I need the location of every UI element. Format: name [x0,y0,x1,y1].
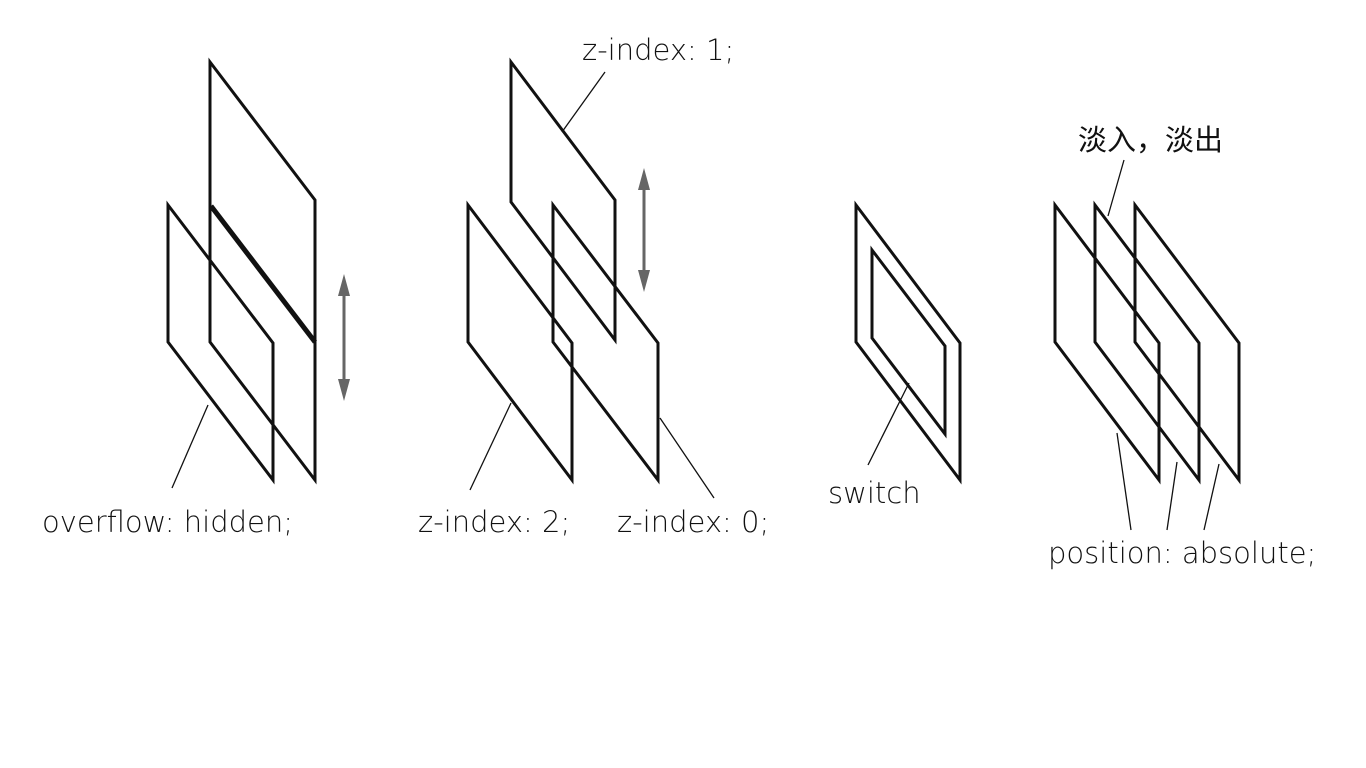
fade-leader-line [1107,159,1125,217]
overflow-label: overflow: hidden; [42,505,293,539]
stacked-panel-3 [1133,200,1241,485]
arrow-up-icon [638,168,650,190]
switch-label: switch [828,476,921,510]
position-absolute-group: 淡入，淡出 position: absolute; [1048,123,1316,570]
z-index-2-label: z-index: 2; [418,505,570,539]
z-index-0-panel [551,200,660,485]
overflow-leader-line [171,404,209,489]
overflow-panel-front [166,200,275,485]
overflow-clip-edge [209,204,317,344]
arrow-down-icon [638,270,650,292]
overflow-hidden-group: overflow: hidden; [42,57,350,539]
z-index-1-label: z-index: 1; [582,33,734,67]
fade-label: 淡入，淡出 [1078,123,1223,157]
z-index-2-panel [466,200,574,485]
position-leader-line-1 [1116,432,1132,531]
switch-outer-panel [854,200,962,485]
stacked-panel-2 [1093,200,1201,485]
z-index-1-leader-line [561,71,606,133]
z-index-0-leader-line [659,417,715,499]
overflow-panel-back [208,57,317,485]
z-index-group: z-index: 1; z-index: 2; z-index: 0; [418,33,769,539]
position-leader-line-3 [1203,463,1220,531]
position-label: position: absolute; [1048,536,1316,570]
switch-group: switch [828,200,962,510]
z-index-1-panel [509,57,617,345]
arrow-down-icon [338,379,350,401]
position-leader-line-2 [1166,461,1178,531]
z-index-0-label: z-index: 0; [617,505,769,539]
switch-leader-line [867,382,910,466]
arrow-up-icon [338,274,350,296]
stacked-panel-1 [1053,200,1161,485]
switch-inner-panel [870,245,947,439]
overflow-vertical-arrow [338,274,350,401]
z-index-vertical-arrow [638,168,650,292]
z-index-2-leader-line [469,402,512,491]
